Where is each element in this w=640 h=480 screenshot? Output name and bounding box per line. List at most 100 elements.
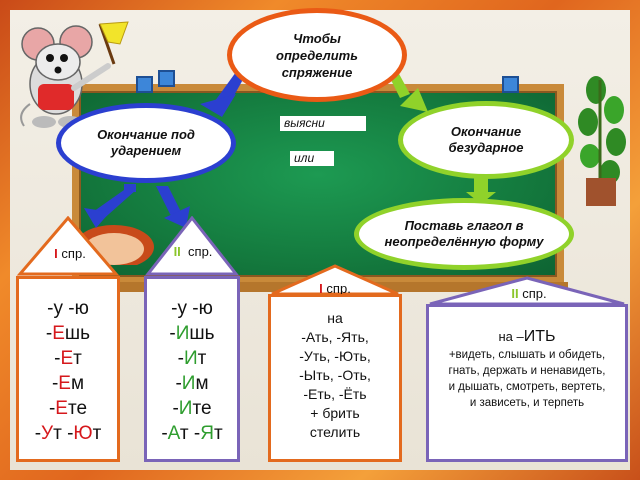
exception-verbs-block: на –ИТЬ +видеть, слышать и обидеть, гнать… bbox=[429, 307, 625, 411]
endings-list-I: -у -ю-Ешь-Ет-Ем-Ете-Ут -Ют bbox=[19, 279, 117, 446]
ending-vowel: У bbox=[41, 423, 54, 444]
ending-part: - bbox=[177, 348, 184, 369]
ending-part: - bbox=[161, 423, 168, 444]
ending-part: т bbox=[213, 423, 223, 444]
card-second-conjugation-endings: -у -ю-Ишь-Ит-Им-Ите-Ат -Ят bbox=[144, 276, 240, 462]
pin-icon bbox=[136, 76, 153, 93]
roman-two: II bbox=[173, 244, 181, 259]
ending-vowel: И bbox=[178, 398, 193, 419]
cloud-infinitive: Поставь глагол в неопределённую форму bbox=[354, 198, 574, 270]
note-or: или bbox=[290, 151, 334, 166]
cloud-top: Чтобы определить спряжение bbox=[227, 8, 407, 102]
ending-row: -Ем bbox=[19, 371, 117, 396]
ending-row: -Ишь bbox=[147, 321, 237, 346]
verbs-heading-suffix: ИТЬ bbox=[523, 328, 556, 345]
ending-part: шь bbox=[189, 323, 215, 344]
cloud-top-text: Чтобы определить спряжение bbox=[276, 30, 358, 80]
ending-vowel: И bbox=[181, 373, 196, 394]
ending-row: -у -ю bbox=[147, 296, 237, 321]
infinitive-ending-line: стелить bbox=[309, 424, 361, 440]
verbs-heading-prefix: на – bbox=[498, 329, 524, 344]
ending-part: - bbox=[45, 323, 53, 344]
conj-abbr: спр. bbox=[522, 286, 547, 301]
infinitive-ending-line: -Ать, -Ять, bbox=[301, 329, 369, 345]
cloud-stressed-ending: Окончание под ударением bbox=[56, 103, 236, 183]
potted-plant-icon bbox=[578, 76, 626, 206]
label-I-conjugation-right: I спр. bbox=[302, 281, 368, 296]
label-I-conjugation-left: I спр. bbox=[40, 246, 100, 261]
pin-icon bbox=[158, 70, 175, 87]
cloud-right-text: Окончание безударное bbox=[448, 124, 524, 155]
ending-row: -Ут -Ют bbox=[19, 421, 117, 446]
conj-abbr: спр. bbox=[61, 246, 86, 261]
note-find-out: выясни bbox=[280, 116, 366, 131]
ending-part: - bbox=[34, 423, 42, 444]
endings-list-II: -у -ю-Ишь-Ит-Им-Ите-Ат -Ят bbox=[147, 279, 237, 446]
exception-verb-line: и дышать, смотреть, вертеть, bbox=[448, 381, 606, 393]
ending-row: -Ит bbox=[147, 346, 237, 371]
ending-part: т bbox=[73, 348, 82, 369]
ending-vowel: Е bbox=[58, 373, 71, 394]
ending-vowel: А bbox=[167, 423, 180, 444]
ending-part: - bbox=[172, 398, 179, 419]
infinitive-ending-line: -Уть, -Ють, bbox=[299, 348, 371, 364]
ending-part: - bbox=[54, 348, 61, 369]
conj-abbr: спр. bbox=[188, 244, 213, 259]
ending-row: -Ите bbox=[147, 396, 237, 421]
ending-part: -у -ю bbox=[47, 298, 89, 319]
card-exception-verbs-II: на –ИТЬ +видеть, слышать и обидеть, гнать… bbox=[426, 304, 628, 462]
roman-one: I bbox=[54, 246, 58, 261]
ending-part: - bbox=[51, 373, 59, 394]
ending-part: м bbox=[195, 373, 209, 394]
ending-row: -Ешь bbox=[19, 321, 117, 346]
infinitive-ending-line: -Ыть, -Оть, bbox=[299, 367, 371, 383]
ending-part: те bbox=[192, 398, 212, 419]
ending-part: - bbox=[169, 323, 176, 344]
infinitive-endings-list: на -Ать, -Ять, -Уть, -Ють, -Ыть, -Оть, -Еть,… bbox=[271, 297, 399, 442]
exception-verb-line: +видеть, слышать и обидеть, bbox=[448, 349, 606, 361]
card-infinitive-endings-I: на -Ать, -Ять, -Уть, -Ють, -Ыть, -Оть, -Еть,… bbox=[268, 294, 402, 462]
ending-part: - bbox=[48, 398, 56, 419]
verbs-heading: на –ИТЬ bbox=[429, 329, 625, 345]
ending-part: - bbox=[175, 373, 182, 394]
roman-two: II bbox=[511, 286, 519, 301]
roman-one: I bbox=[319, 281, 323, 296]
ending-vowel: Е bbox=[52, 323, 65, 344]
ending-vowel: И bbox=[175, 323, 190, 344]
conj-abbr: спр. bbox=[326, 281, 351, 296]
label-II-conjugation-left: II спр. bbox=[160, 244, 226, 259]
ending-row: -у -ю bbox=[19, 296, 117, 321]
ending-row: -Им bbox=[147, 371, 237, 396]
ending-vowel: И bbox=[183, 348, 198, 369]
ending-part: т - bbox=[53, 423, 74, 444]
ending-part: т bbox=[197, 348, 207, 369]
ending-row: -Ете bbox=[19, 396, 117, 421]
exception-verbs-list: +видеть, слышать и обидеть, гнать, держат… bbox=[429, 347, 625, 411]
pin-icon bbox=[502, 76, 519, 93]
infinitive-ending-line: -Еть, -Ёть bbox=[303, 386, 367, 402]
cloud-unstressed-ending: Окончание безударное bbox=[398, 101, 574, 179]
roof-left-i bbox=[16, 216, 120, 276]
label-II-conjugation-right: II спр. bbox=[496, 286, 562, 301]
ending-part: т bbox=[92, 423, 102, 444]
ending-part: м bbox=[70, 373, 85, 394]
exception-verb-line: гнать, держать и ненавидеть, bbox=[448, 365, 606, 377]
mouse-mascot-icon bbox=[20, 21, 129, 128]
infinitive-ending-line: + брить bbox=[310, 405, 360, 421]
ending-part: те bbox=[67, 398, 88, 419]
ending-vowel: Ю bbox=[73, 423, 93, 444]
ending-part: -у -ю bbox=[171, 298, 213, 319]
ending-vowel: Я bbox=[200, 423, 214, 444]
exception-verb-line: и зависеть, и терпеть bbox=[469, 397, 585, 409]
cloud-mid-text: Поставь глагол в неопределённую форму bbox=[384, 218, 544, 249]
roof-left-ii bbox=[144, 216, 240, 276]
card-first-conjugation-endings: -у -ю-Ешь-Ет-Ем-Ете-Ут -Ют bbox=[16, 276, 120, 462]
ending-row: -Ат -Ят bbox=[147, 421, 237, 446]
ending-part: шь bbox=[64, 323, 91, 344]
ending-vowel: Е bbox=[60, 348, 74, 369]
infinitive-ending-line: на bbox=[327, 310, 343, 326]
ending-vowel: Е bbox=[55, 398, 68, 419]
ending-part: т - bbox=[179, 423, 201, 444]
ending-row: -Ет bbox=[19, 346, 117, 371]
cloud-left-text: Окончание под ударением bbox=[97, 127, 195, 158]
